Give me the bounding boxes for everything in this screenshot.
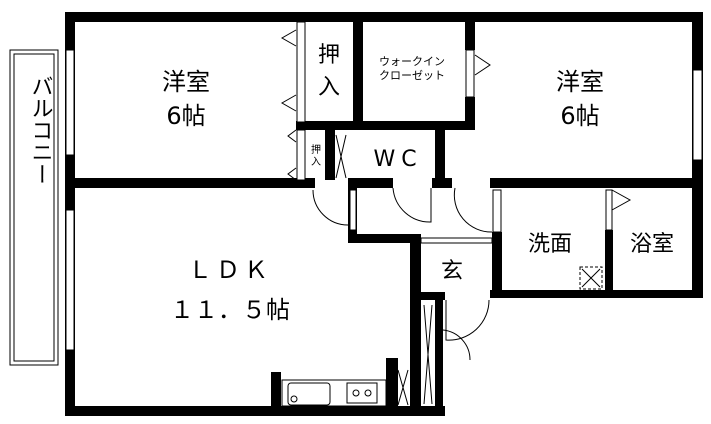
sink-icon — [287, 382, 331, 406]
closet-large-label-2: 入 — [318, 75, 340, 100]
door-swings — [280, 29, 632, 406]
walk-in-closet-label-2: クローゼット — [379, 69, 445, 82]
closet-large-label-1: 押 — [318, 43, 340, 68]
western-room-right-size: 6帖 — [560, 102, 599, 130]
ldk-name: ＬＤＫ — [188, 256, 272, 284]
balcony-inner-outline — [13, 53, 55, 362]
balcony-outline — [9, 49, 59, 366]
closet-small-label-2: 入 — [311, 157, 321, 168]
kitchen-counter — [281, 379, 387, 407]
entrance-label: 玄 — [441, 259, 463, 284]
bathroom-label: 浴室 — [630, 232, 674, 257]
balcony-label: バルコニー — [28, 75, 53, 185]
closet-small-label-1: 押 — [311, 143, 321, 156]
washroom-label: 洗面 — [528, 232, 572, 257]
stove-icon — [346, 382, 378, 404]
windows — [65, 21, 703, 351]
ldk-size: １１．５帖 — [170, 296, 290, 324]
western-room-left-size: 6帖 — [166, 102, 205, 130]
western-room-right-name: 洋室 — [556, 68, 604, 96]
walk-in-closet-label-1: ウォークイン — [379, 55, 445, 68]
western-room-left-name: 洋室 — [162, 68, 210, 96]
toilet-label: WC — [373, 147, 422, 172]
